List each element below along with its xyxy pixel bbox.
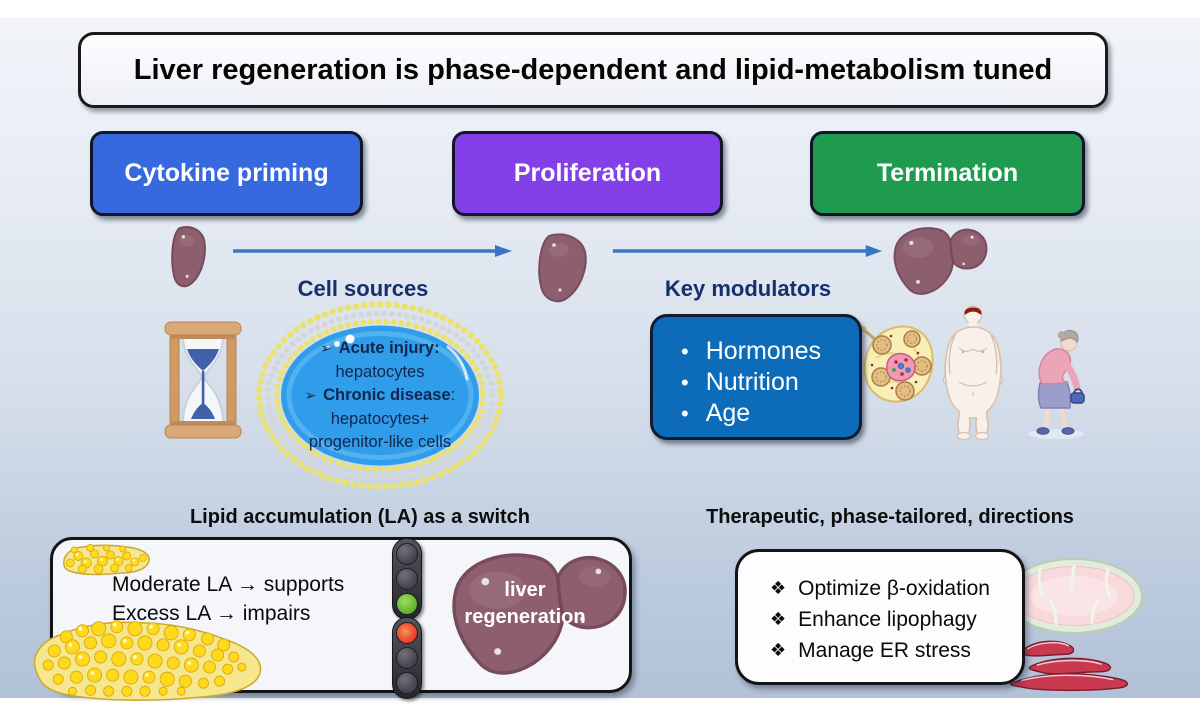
mitochondrion-icon xyxy=(1005,558,1143,634)
right-arrow-icon xyxy=(233,245,512,257)
modulator-item: • Hormones xyxy=(681,337,822,365)
excess-la-line: Excess LA → impairs xyxy=(112,602,311,625)
regenerating-liver-icon xyxy=(166,223,216,291)
full-liver-icon xyxy=(880,219,994,303)
page-title: Liver regeneration is phase-dependent an… xyxy=(133,53,1053,86)
diamond-bullet-icon: ❖ xyxy=(770,640,787,660)
large-lipid-droplets-icon xyxy=(33,620,262,701)
therapy-item: ❖ Enhance lipophagy xyxy=(770,604,1022,635)
traffic-light-red-icon xyxy=(392,617,422,699)
therapeutic-heading: Therapeutic, phase-tailored, directions xyxy=(706,506,1074,528)
key-modulators-box: • Hormones • Nutrition • Age xyxy=(650,314,862,440)
lipid-switch-rules: Moderate LA → supports Excess LA → impai… xyxy=(112,570,412,628)
small-lipid-droplets-icon xyxy=(63,543,150,576)
bullet-icon: • xyxy=(681,339,689,364)
modulator-item: • Nutrition xyxy=(681,368,799,396)
traffic-bulb-green xyxy=(396,593,418,615)
traffic-bulb-off xyxy=(396,647,418,669)
pointer-bullet-icon: ➢ xyxy=(320,340,335,356)
hormone-tissue-icon xyxy=(860,325,934,403)
bullet-icon: • xyxy=(681,370,689,395)
hourglass-icon xyxy=(164,321,242,439)
moderate-la-line: Moderate LA → supports xyxy=(112,573,345,596)
growing-liver-icon xyxy=(532,230,598,304)
phase-label: Cytokine priming xyxy=(124,159,329,187)
therapy-item: ❖ Manage ER stress xyxy=(770,635,1022,666)
traffic-bulb-off xyxy=(396,568,418,590)
liver-regeneration-label: liver regeneration xyxy=(464,579,586,628)
modulator-item: • Age xyxy=(681,399,751,427)
traffic-bulb-off xyxy=(396,672,418,694)
phase-box-termination: Termination xyxy=(810,131,1085,216)
chronic-disease-line: ➢ Chronic disease: xyxy=(304,386,456,404)
title-banner: Liver regeneration is phase-dependent an… xyxy=(78,32,1108,108)
therapeutic-box: ❖ Optimize β-oxidation ❖ Enhance lipopha… xyxy=(735,549,1025,685)
chronic-disease-body2: progenitor-like cells xyxy=(308,433,452,451)
chronic-disease-body: hepatocytes+ xyxy=(330,409,430,428)
phase-box-cytokine-priming: Cytokine priming xyxy=(90,131,363,216)
bullet-icon: • xyxy=(681,401,689,426)
elderly-person-icon xyxy=(1028,330,1085,439)
lipid-switch-heading: Lipid accumulation (LA) as a switch xyxy=(189,506,531,528)
diamond-bullet-icon: ❖ xyxy=(770,578,787,598)
traffic-light-green-icon xyxy=(392,538,422,620)
traffic-bulb-off xyxy=(396,543,418,565)
phase-label: Proliferation xyxy=(513,159,662,187)
traffic-bulb-red xyxy=(396,622,418,644)
diamond-bullet-icon: ❖ xyxy=(770,609,787,629)
cell-sources-heading: Cell sources xyxy=(297,276,429,301)
obese-person-icon xyxy=(942,305,1004,441)
cell-lipid-bilayer-icon: ➢ Acute injury: hepatocytes ➢ Chronic di… xyxy=(252,297,508,494)
phase-label: Termination xyxy=(876,159,1019,187)
acute-injury-line: ➢ Acute injury: xyxy=(320,339,440,357)
acute-injury-body: hepatocytes xyxy=(335,362,425,381)
cell-sources-list: ➢ Acute injury: hepatocytes ➢ Chronic di… xyxy=(252,337,508,455)
pointer-bullet-icon: ➢ xyxy=(304,387,319,403)
therapy-item: ❖ Optimize β-oxidation xyxy=(770,573,1022,604)
key-modulators-heading: Key modulators xyxy=(664,276,832,301)
endoplasmic-reticulum-icon xyxy=(1010,640,1129,692)
phase-box-proliferation: Proliferation xyxy=(452,131,723,216)
right-arrow-icon xyxy=(612,245,883,257)
